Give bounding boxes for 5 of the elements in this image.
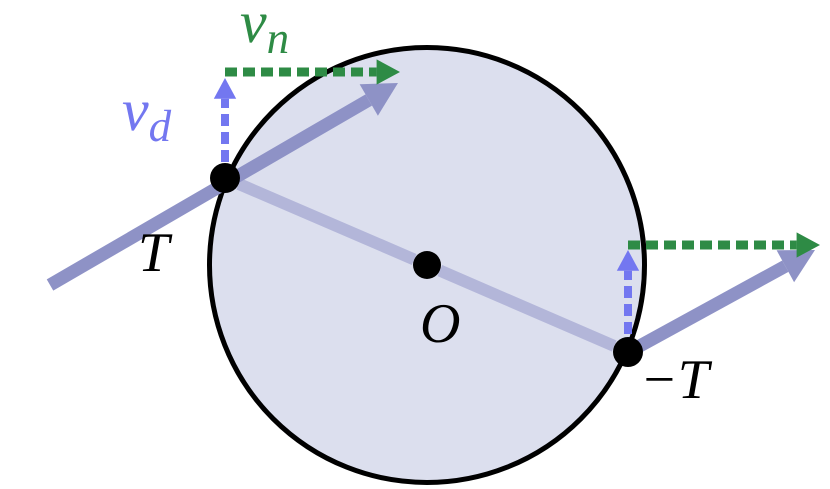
vector-label: v$_{n}$ (240, 0, 290, 52)
diameter-line (236, 178, 417, 265)
point-label: O (420, 296, 460, 352)
diameter-line (437, 265, 617, 352)
vector-label: v$_{d}$ (122, 80, 172, 140)
